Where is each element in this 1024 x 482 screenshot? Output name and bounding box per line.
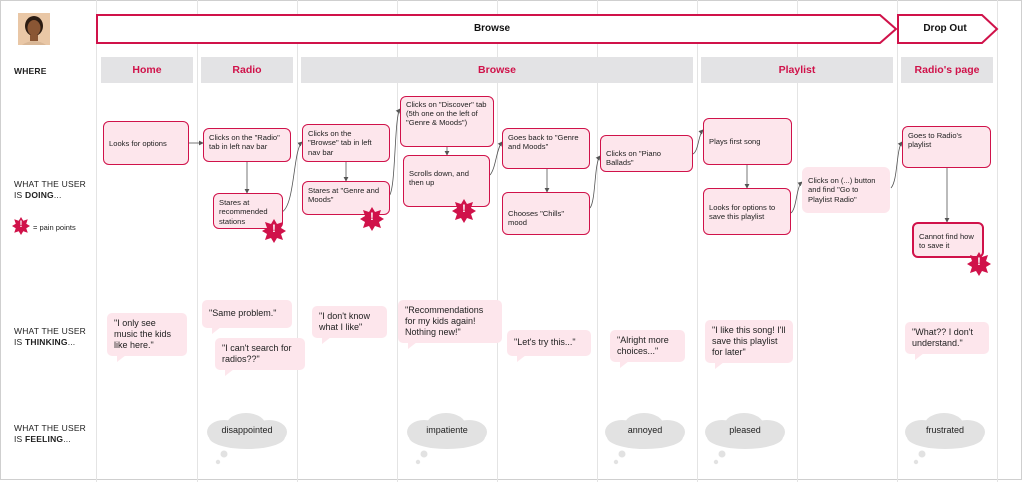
action-card: Scrolls down, and then up (403, 155, 490, 207)
column-divider (96, 0, 97, 482)
feeling-cloud: disappointed (202, 412, 292, 465)
pain-point-icon: ! (967, 252, 991, 276)
column-divider (297, 0, 298, 482)
action-card: Plays first song (703, 118, 792, 165)
pain-point-icon: ! (262, 219, 286, 243)
thought-bubble: "What?? I don't understand." (905, 322, 989, 360)
action-card: Stares at "Genre and Moods" (302, 181, 390, 215)
feeling-cloud: annoyed (600, 412, 690, 465)
action-card: Chooses "Chills" mood (502, 192, 590, 235)
phase-dropout-arrow (897, 14, 999, 44)
action-card: Clicks on the "Radio" tab in left nav ba… (203, 128, 291, 162)
phase-browse-arrow (96, 14, 898, 44)
action-card: Goes back to "Genre and Moods" (502, 128, 590, 169)
stage-playlist: Playlist (701, 57, 893, 83)
thought-bubble: "I only see music the kids like here." (107, 313, 187, 362)
column-divider (397, 0, 398, 482)
stage-home: Home (101, 57, 193, 83)
thought-bubble: "Let's try this..." (507, 330, 591, 362)
row-label-thinking: WHAT THE USER IS THINKING... (14, 326, 87, 347)
thought-bubble: "I don't know what I like" (312, 306, 387, 344)
pain-point-legend-label: = pain points (33, 223, 76, 232)
pain-point-icon: ! (452, 199, 476, 223)
pain-point-legend-icon: ! (12, 217, 30, 235)
action-card: Looks for options to save this playlist (703, 188, 791, 235)
row-label-doing: WHAT THE USER IS DOING... (14, 179, 87, 200)
column-divider (997, 0, 998, 482)
action-card: Looks for options (103, 121, 189, 165)
column-divider (497, 0, 498, 482)
action-card: Clicks on "Discover" tab (5th one on the… (400, 96, 494, 147)
thought-bubble: "Alright more choices..." (610, 330, 685, 368)
feeling-cloud: pleased (700, 412, 790, 465)
action-card: Clicks on the "Browse" tab in left nav b… (302, 124, 390, 162)
feeling-cloud: impatiente (402, 412, 492, 465)
column-divider (597, 0, 598, 482)
thought-bubble: "I can't search for radios??" (215, 338, 305, 376)
stage-radio: Radio (201, 57, 293, 83)
stage-radios-page: Radio's page (901, 57, 993, 83)
phase-browse-label: Browse (473, 23, 511, 34)
thought-bubble: "I like this song! I'll save this playli… (705, 320, 793, 369)
column-divider (897, 0, 898, 482)
phase-dropout-label: Drop Out (923, 23, 967, 34)
thought-bubble: "Same problem." (202, 300, 292, 334)
row-label-feeling: WHAT THE USER IS FEELING... (14, 423, 87, 444)
row-label-where: WHERE (14, 66, 47, 76)
column-divider (197, 0, 198, 482)
action-card: Clicks on "Piano Ballads" (600, 135, 693, 172)
feeling-cloud: frustrated (900, 412, 990, 465)
column-divider (697, 0, 698, 482)
column-divider (797, 0, 798, 482)
action-card: Goes to Radio's playlist (902, 126, 991, 168)
stage-browse: Browse (301, 57, 693, 83)
action-card: Clicks on (...) button and find "Go to P… (802, 167, 890, 213)
thought-bubble: "Recommendations for my kids again! Noth… (398, 300, 502, 349)
action-card: Stares at recommended stations (213, 193, 283, 229)
pain-point-icon: ! (360, 207, 384, 231)
action-card-pain: Cannot find how to save it (912, 222, 984, 258)
persona-avatar (18, 13, 50, 45)
